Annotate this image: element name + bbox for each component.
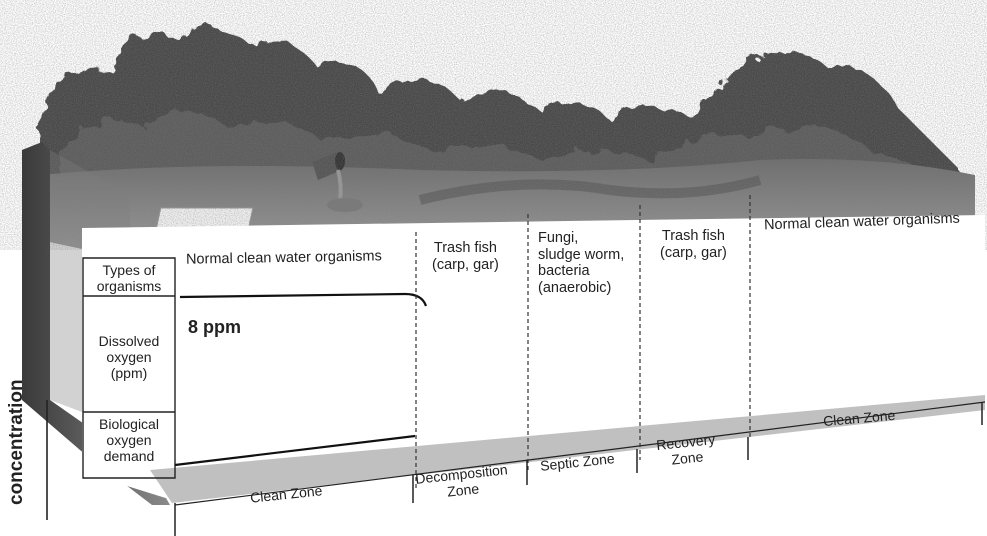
row-label-line: organisms (96, 278, 162, 295)
row-label-line: oxygen (106, 349, 152, 366)
row-label-bod: Biological oxygen demand (88, 416, 170, 464)
bod-line (174, 434, 416, 467)
zone-ticks (174, 403, 983, 536)
row-label-line: (ppm) (110, 365, 148, 382)
row-label-organisms: Types of organisms (88, 262, 170, 294)
row-label-line: oxygen (106, 432, 152, 449)
row-label-oxygen: Dissolved oxygen (ppm) (88, 333, 170, 381)
organism-line: (carp, gar) (660, 244, 727, 261)
organism-line: Trash fish (433, 240, 497, 256)
organism-line: sludge worm, (538, 246, 625, 263)
y-axis-label: concentration (6, 379, 27, 505)
zone-septic-organisms: Fungi, sludge worm, bacteria (anaerobic) (538, 230, 624, 297)
zone-recovery-name: Recovery Zone (655, 431, 717, 469)
zone-clean-1-organisms: Normal clean water organisms (186, 248, 382, 268)
organism-line: Fungi, (538, 230, 579, 246)
organism-line: (anaerobic) (538, 280, 612, 297)
zone-dividers (415, 195, 751, 490)
organism-line: bacteria (538, 263, 590, 280)
organism-line: (carp, gar) (432, 256, 499, 273)
row-label-line: Dissolved (98, 333, 160, 349)
dissolved-oxygen-start-label: 8 ppm (188, 317, 242, 337)
row-label-frame (82, 257, 176, 479)
row-label-line: demand (103, 448, 155, 465)
dissolved-oxygen-line (179, 292, 428, 307)
zone-recovery-organisms: Trash fish (carp, gar) (660, 228, 727, 261)
organism-line: Normal clean water organisms (185, 248, 382, 268)
left-bank (22, 142, 170, 505)
organism-line: Trash fish (661, 228, 725, 244)
zone-decomposition-organisms: Trash fish (carp, gar) (432, 240, 499, 273)
row-label-line: Types of (102, 262, 156, 278)
row-label-line: Biological (99, 416, 159, 432)
